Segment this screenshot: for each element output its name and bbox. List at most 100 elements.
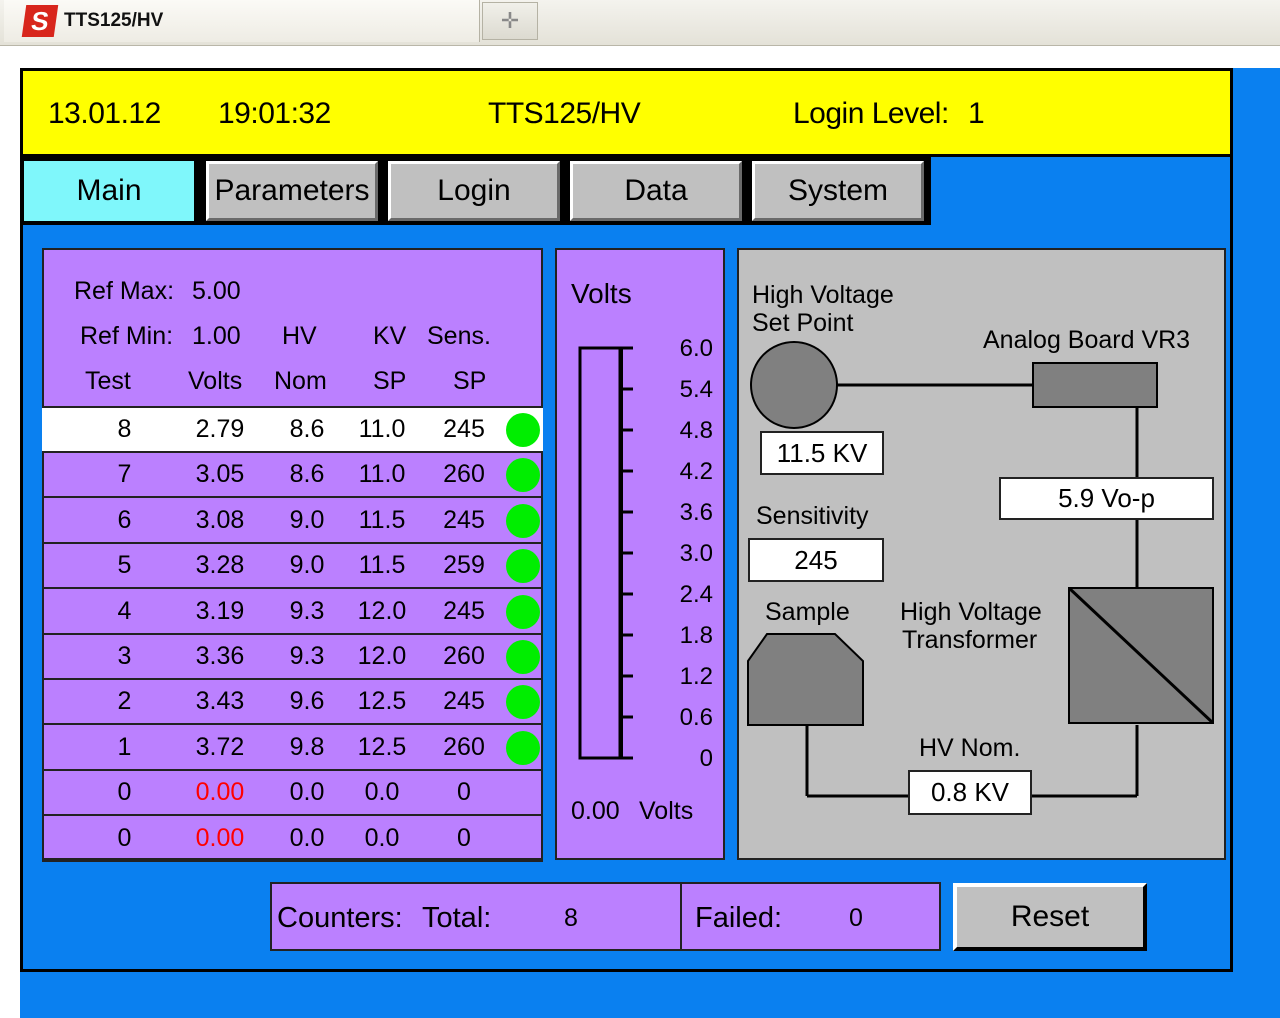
sample-icon [747, 633, 864, 726]
cell-volts: 2.79 [195, 415, 245, 443]
sensitivity-label: Sensitivity [756, 502, 869, 530]
cell-kv-sp: 0.0 [364, 823, 400, 852]
sensitivity-value[interactable]: 245 [748, 538, 884, 582]
cell-hv-nom: 0.0 [289, 778, 325, 807]
tab-system[interactable]: System [752, 161, 924, 221]
table-header-divider [42, 406, 543, 408]
cell-volts: 3.72 [195, 732, 245, 761]
cell-test: 2 [117, 687, 132, 716]
gauge-readout-unit: Volts [639, 797, 694, 825]
tab-login[interactable]: Login [388, 161, 560, 221]
hv-setpoint-label-1: High Voltage [752, 281, 894, 309]
status-indicator-icon [506, 503, 540, 538]
browser-tab[interactable]: S TTS125/HV [4, 0, 480, 42]
cell-kv-sp: 11.0 [358, 460, 406, 489]
cell-sens-sp: 260 [443, 460, 485, 489]
tab-main[interactable]: Main [24, 161, 194, 221]
status-indicator-icon [506, 594, 540, 629]
gauge-tick-label: 0 [700, 745, 713, 772]
cell-hv-nom: 9.6 [289, 687, 325, 716]
cell-hv-nom: 0.0 [289, 823, 325, 852]
transformer-diagonal [1067, 586, 1215, 725]
status-header: 13.01.12 19:01:32 TTS125/HV Login Level:… [20, 68, 1233, 157]
gauge-tick-label: 1.8 [680, 622, 713, 649]
cell-kv-sp: 0.0 [364, 778, 400, 807]
header-nom: Nom [274, 367, 327, 395]
browser-tab-strip: S TTS125/HV ✛ [0, 0, 1280, 46]
cell-sens-sp: 0 [457, 778, 471, 807]
cell-test: 0 [117, 778, 132, 807]
new-tab-button[interactable]: ✛ [482, 2, 538, 40]
header-kv-sp: SP [373, 367, 407, 395]
cell-test: 6 [117, 505, 132, 534]
header-sens: Sens. [427, 322, 491, 350]
cell-sens-sp: 0 [457, 823, 471, 852]
cell-hv-nom: 8.6 [289, 460, 325, 489]
cell-volts: 0.00 [195, 778, 245, 807]
cell-kv-sp: 12.5 [357, 732, 407, 761]
hv-nom-value: 0.8 KV [908, 770, 1032, 815]
tab-parameters[interactable]: Parameters [206, 161, 378, 221]
gauge-tick-label: 4.2 [680, 458, 713, 485]
header-sens-sp: SP [453, 367, 487, 395]
cell-volts: 0.00 [195, 823, 245, 852]
cell-sens-sp: 245 [443, 596, 485, 625]
sample-label: Sample [765, 598, 850, 626]
counters-divider [680, 884, 682, 949]
cell-sens-sp: 259 [443, 551, 485, 580]
failed-label: Failed: [695, 902, 783, 934]
cell-volts: 3.36 [195, 642, 245, 670]
counters-label: Counters: [277, 902, 403, 934]
cell-hv-nom: 8.6 [289, 415, 325, 443]
ref-max-label: Ref Max: [74, 277, 175, 305]
cell-test: 8 [117, 415, 132, 443]
cell-sens-sp: 260 [443, 732, 485, 761]
plus-icon: ✛ [500, 8, 520, 33]
cell-hv-nom: 9.0 [289, 551, 325, 580]
ref-max-value[interactable]: 5.00 [192, 277, 241, 305]
login-level-value: 1 [968, 97, 985, 130]
setpoint-knob-icon [750, 341, 838, 429]
analog-output-value: 5.9 Vo-p [999, 477, 1214, 520]
gauge-readout-value: 0.00 [571, 797, 620, 825]
transformer-label-1: High Voltage [900, 598, 1042, 626]
time-display: 19:01:32 [218, 97, 331, 130]
status-indicator-icon [506, 685, 540, 720]
machine-title: TTS125/HV [488, 97, 641, 130]
browser-tab-title: TTS125/HV [64, 10, 164, 31]
ref-min-label: Ref Min: [80, 322, 174, 350]
header-hv: HV [282, 322, 317, 350]
gauge-tick-label: 2.4 [680, 581, 713, 608]
failed-value: 0 [849, 904, 863, 932]
cell-test: 1 [117, 732, 132, 761]
cell-kv-sp: 12.0 [357, 642, 407, 670]
tab-data[interactable]: Data [570, 161, 742, 221]
cell-sens-sp: 245 [443, 505, 485, 534]
status-indicator-icon [506, 730, 540, 765]
gauge-tick-label: 4.8 [680, 417, 713, 444]
cell-hv-nom: 9.0 [289, 505, 325, 534]
cell-test: 3 [117, 642, 132, 670]
gauge-tick-label: 3.0 [680, 540, 713, 567]
ref-min-value[interactable]: 1.00 [192, 322, 241, 350]
cell-volts: 3.43 [195, 687, 245, 716]
hv-setpoint-value[interactable]: 11.5 KV [760, 431, 884, 475]
gauge-tick-label: 0.6 [680, 704, 713, 731]
total-label: Total: [422, 902, 492, 934]
app-logo-icon: S [21, 5, 59, 37]
transformer-label-2: Transformer [902, 626, 1038, 654]
reset-button[interactable]: Reset [953, 883, 1147, 951]
total-value: 8 [564, 904, 578, 932]
status-indicator-icon [506, 549, 540, 584]
counters-panel: Counters: Total: 8 Failed: 0 [270, 882, 941, 951]
